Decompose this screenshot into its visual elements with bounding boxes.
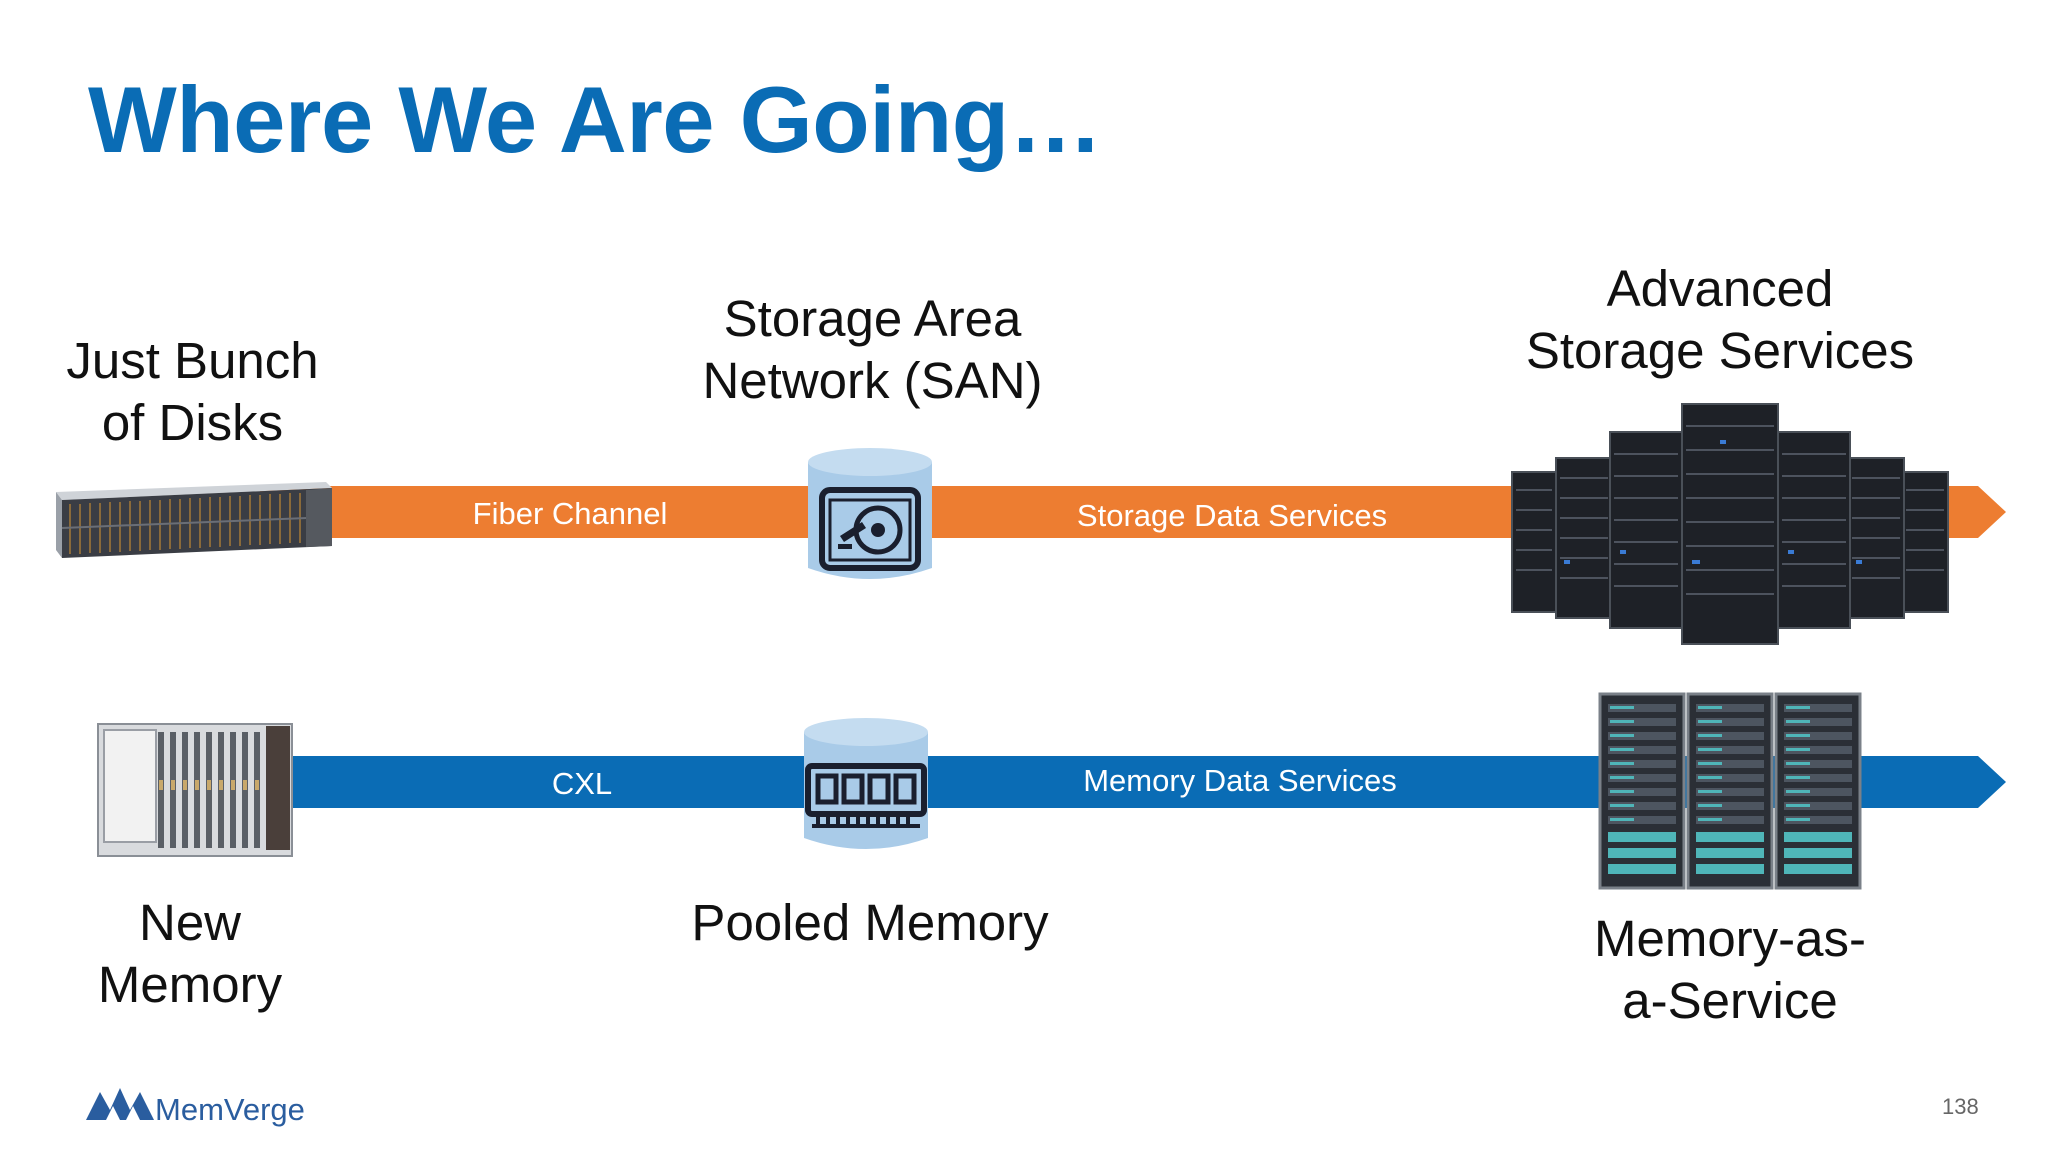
memory-end-label: Memory-as- a-Service [1560, 908, 1900, 1032]
hard-drive-database-icon [808, 448, 932, 579]
memverge-logo-text: MemVerge [155, 1092, 305, 1127]
storage-mid-label: Storage Area Network (SAN) [680, 288, 1065, 412]
memverge-logo-icon [86, 1088, 154, 1120]
fiber-channel-label: Fiber Channel [472, 496, 668, 531]
storage-data-services-label: Storage Data Services [1076, 498, 1388, 533]
memory-end-label-line1: Memory-as- [1593, 910, 1866, 967]
server-racks-icon [1511, 403, 1949, 645]
memory-mid-label: Pooled Memory [660, 892, 1080, 954]
disk-array-icon [56, 482, 333, 558]
memory-end-label-line2: a-Service [1622, 972, 1838, 1029]
storage-end-label-line2: Storage Services [1525, 322, 1915, 379]
server-cabinets-icon [1598, 692, 1862, 890]
storage-end-label-line1: Advanced [1606, 260, 1834, 317]
memory-start-label: New Memory [60, 892, 320, 1016]
memory-module-database-icon [804, 718, 928, 849]
page-number: 138 [1942, 1094, 1979, 1119]
storage-start-label: Just Bunch of Disks [40, 330, 345, 454]
memory-data-services-label: Memory Data Services [1083, 763, 1397, 798]
storage-end-label: Advanced Storage Services [1500, 258, 1940, 382]
slide-title: Where We Are Going… [88, 67, 1103, 172]
memory-chassis-icon [97, 723, 293, 857]
memory-start-label-line1: New [138, 894, 242, 951]
storage-start-label-line2: of Disks [101, 394, 284, 451]
memory-start-label-line2: Memory [97, 956, 283, 1013]
storage-start-label-line1: Just Bunch [66, 332, 319, 389]
cxl-label: CXL [551, 766, 613, 801]
storage-mid-label-line2: Network (SAN) [702, 352, 1043, 409]
storage-mid-label-line1: Storage Area [723, 290, 1022, 347]
memory-arrow [290, 756, 2006, 808]
memory-mid-label-line1: Pooled Memory [691, 894, 1049, 951]
